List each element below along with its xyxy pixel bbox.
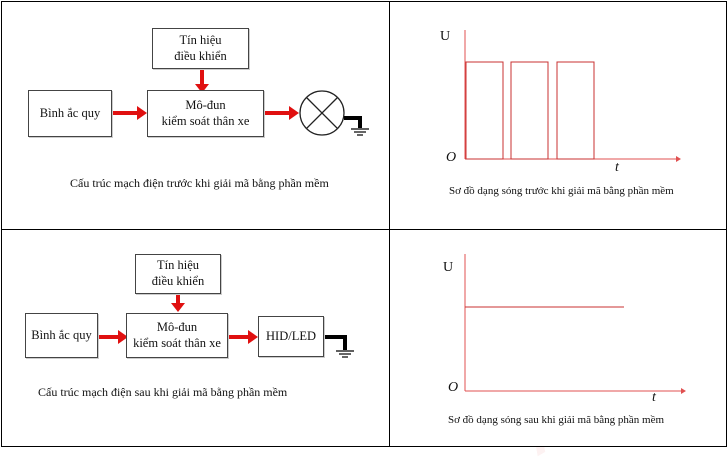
arrow-head <box>248 330 258 344</box>
waveform-after-caption: Sơ đồ dạng sóng sau khi giải mã bằng phầ… <box>448 414 665 426</box>
battery-label: Bình ắc quy <box>31 327 92 342</box>
x-axis-label: t <box>615 160 619 175</box>
origin-label: O <box>446 150 457 165</box>
lamp-icon <box>299 90 345 136</box>
control-signal-label: Tín hiệu <box>179 32 222 47</box>
ground-wire <box>344 116 362 128</box>
waveform-before-caption: Sơ đồ dạng sóng trước khi giải mã bằng p… <box>449 185 674 197</box>
circuit-before-wiring <box>112 69 369 136</box>
module-label: Mô-đun <box>185 97 226 112</box>
pulse-2 <box>510 61 549 160</box>
module-label: kiểm soát thân xe <box>161 113 250 128</box>
pulse-1 <box>465 61 504 160</box>
arrow-head <box>137 106 147 120</box>
battery-box: Bình ắc quy <box>25 313 98 358</box>
y-axis-label: U <box>440 29 451 44</box>
pulse-3 <box>556 61 595 160</box>
panel-waveform-after: U O t Sơ đồ dạng sóng sau khi giải mã bằ… <box>389 229 727 447</box>
circuit-before-caption: Cấu trúc mạch điện trước khi giải mã bằn… <box>70 176 329 190</box>
arrow-head <box>289 106 299 120</box>
arrow-head <box>118 330 128 344</box>
battery-box: Bình ắc quy <box>28 90 112 137</box>
origin-label: O <box>448 380 459 395</box>
control-signal-label: Tín hiệu <box>156 258 199 273</box>
waveform-after-plot <box>464 254 686 394</box>
ground-wire <box>324 335 347 350</box>
hid-led-label: HID/LED <box>266 328 316 343</box>
battery-label: Bình ắc quy <box>39 105 101 120</box>
arrow-head <box>195 84 209 93</box>
x-axis-label: t <box>652 390 656 405</box>
circuit-after-caption: Cấu trúc mạch điện sau khi giải mã bằng … <box>38 385 288 399</box>
circuit-after-wiring <box>98 294 354 358</box>
ground-icon <box>336 350 354 358</box>
control-signal-label: điều khiển <box>151 274 205 288</box>
module-label: Mô-đun <box>156 319 198 334</box>
x-axis-arrow <box>676 156 681 162</box>
x-axis-arrow <box>681 388 686 394</box>
control-signal-label: điều khiển <box>174 48 227 63</box>
arrow-head <box>171 303 185 312</box>
waveform-before-plot <box>464 30 681 162</box>
panel-waveform-before: U O t Sơ đồ dạng sóng trước khi giải mã … <box>389 1 727 230</box>
y-axis-label: U <box>443 260 454 275</box>
hid-led-box: HID/LED <box>258 316 324 357</box>
ground-icon <box>351 128 369 136</box>
module-label: kiểm soát thân xe <box>133 335 221 350</box>
